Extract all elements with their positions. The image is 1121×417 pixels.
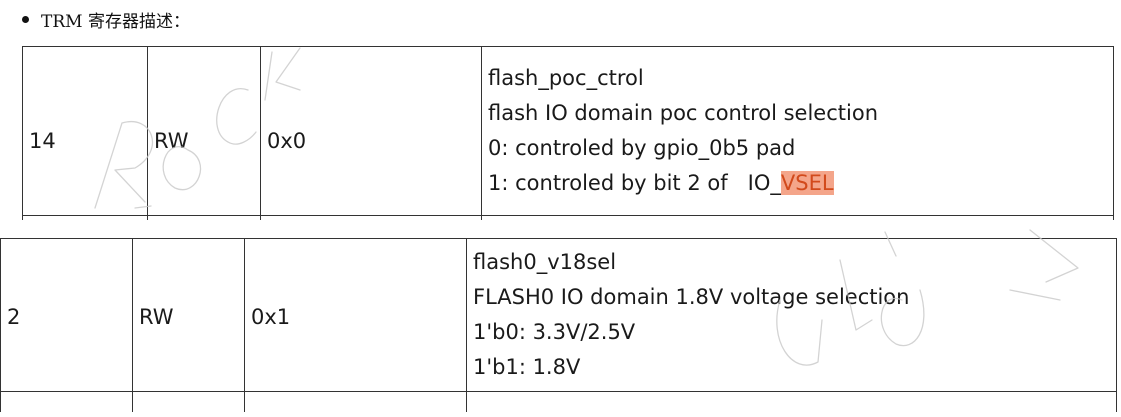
attr-value: RW: [154, 129, 189, 153]
reset-cell: 0x1: [244, 238, 467, 392]
reset-value: 0x1: [251, 305, 291, 329]
table-row: 14 RW 0x0 flash_poc_ctrol flash IO domai…: [22, 46, 1114, 216]
reset-value: 0x0: [267, 129, 307, 153]
table-row-continuation: [0, 391, 1117, 412]
reset-cell: 0x0: [260, 46, 482, 216]
field-option-0: 1'b0: 3.3V/2.5V: [473, 320, 636, 344]
field-summary: FLASH0 IO domain 1.8V voltage selection: [473, 285, 910, 309]
bit-value: 14: [29, 129, 56, 153]
section-title: TRM 寄存器描述：: [41, 11, 190, 32]
attr-cell: RW: [132, 238, 245, 392]
field-summary: flash IO domain poc control selection: [488, 101, 878, 125]
field-name: flash_poc_ctrol: [488, 66, 644, 90]
description-cell: flash0_v18sel FLASH0 IO domain 1.8V volt…: [466, 238, 1117, 392]
field-option-1: 1: controled by bit 2 of IO_VSEL: [488, 166, 1113, 201]
field-option-1-text: 1: controled by bit 2 of IO_: [488, 171, 781, 195]
bit-value: 2: [7, 305, 21, 329]
table-row: 2 RW 0x1 flash0_v18sel FLASH0 IO domain …: [0, 238, 1117, 392]
bit-cell: 14: [22, 46, 148, 216]
field-option-1: 1'b1: 1.8V: [473, 355, 581, 379]
table-row-continuation: [22, 215, 1114, 220]
bullet-dot-icon: [22, 15, 29, 23]
field-name: flash0_v18sel: [473, 250, 617, 274]
attr-cell: RW: [147, 46, 261, 216]
section-bullet: TRM 寄存器描述：: [18, 4, 190, 34]
register-table-2: 2 RW 0x1 flash0_v18sel FLASH0 IO domain …: [0, 238, 1117, 412]
field-option-0: 0: controled by gpio_0b5 pad: [488, 136, 796, 160]
description-cell: flash_poc_ctrol flash IO domain poc cont…: [481, 46, 1114, 216]
bit-cell: 2: [0, 238, 133, 392]
highlighted-term: VSEL: [780, 171, 834, 195]
attr-value: RW: [139, 305, 174, 329]
register-table-1: 14 RW 0x0 flash_poc_ctrol flash IO domai…: [22, 46, 1114, 220]
